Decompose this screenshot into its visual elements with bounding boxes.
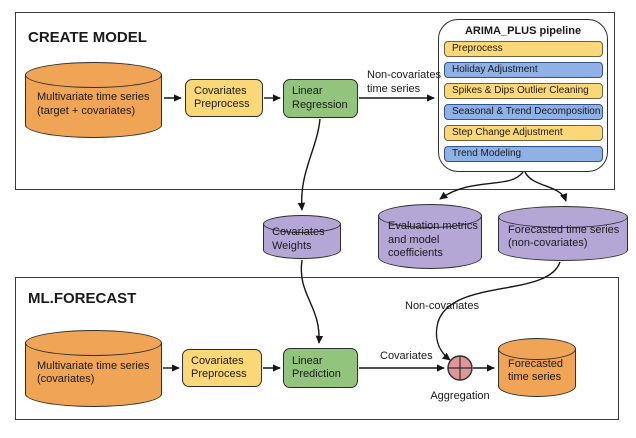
arima-plus-pipeline-container: ARIMA_PLUS pipeline Preprocess Holiday A… xyxy=(438,19,608,172)
cylinder-label-wrap: Multivariate time series (covariates) xyxy=(25,343,160,403)
node-label: Covariates Preprocess xyxy=(191,354,247,381)
cylinder-label-wrap: Forecasted time series xyxy=(498,349,574,393)
cylinder-top xyxy=(378,204,482,228)
node-label: Evaluation metrics and model coefficient… xyxy=(388,220,478,260)
cylinder-top xyxy=(263,215,341,233)
pipeline-step-trend-modeling: Trend Modeling xyxy=(444,146,603,162)
create-model-title: CREATE MODEL xyxy=(28,29,147,46)
aggregation-label: Aggregation xyxy=(430,390,490,402)
edge-label-non-covariates: Non-covariates xyxy=(405,300,479,312)
cylinder-label-wrap: Evaluation metrics and model coefficient… xyxy=(378,216,480,265)
pipeline-title: ARIMA_PLUS pipeline xyxy=(464,25,582,37)
edge-label-covariates: Covariates xyxy=(380,350,433,362)
covariates-preprocess-train-box: Covariates Preprocess xyxy=(185,79,263,117)
pipeline-step-step-change-adjustment: Step Change Adjustment xyxy=(444,125,603,141)
node-label: Covariates Preprocess xyxy=(194,84,250,111)
linear-prediction-box: Linear Prediction xyxy=(283,348,358,388)
cylinder-top xyxy=(25,62,162,88)
multivariate-ts-target-cylinder: Multivariate time series (target + covar… xyxy=(25,62,162,138)
cylinder-top xyxy=(25,330,162,356)
node-label: Linear Prediction xyxy=(292,354,341,381)
ml-forecast-title: ML.FORECAST xyxy=(28,290,137,307)
pipeline-step-spikes-dips-cleaning: Spikes & Dips Outlier Cleaning xyxy=(444,83,603,99)
node-label: Forecasted time series xyxy=(508,357,564,384)
edge-label-noncovariates-time-series: Non-covariates time series xyxy=(367,69,441,95)
pipeline-step-preprocess: Preprocess xyxy=(444,41,603,57)
multivariate-ts-covariates-cylinder: Multivariate time series (covariates) xyxy=(25,330,162,407)
cylinder-label-wrap: Covariates Weights xyxy=(263,224,339,255)
evaluation-metrics-cylinder: Evaluation metrics and model coefficient… xyxy=(378,204,482,269)
node-label: Multivariate time series (target + covar… xyxy=(37,91,150,117)
forecasted-time-series-cylinder: Forecasted time series xyxy=(498,338,576,397)
covariates-preprocess-predict-box: Covariates Preprocess xyxy=(182,349,262,387)
node-label: Multivariate time series (covariates) xyxy=(37,359,150,386)
pipeline-step-holiday-adjustment: Holiday Adjustment xyxy=(444,62,603,78)
covariates-weights-cylinder: Covariates Weights xyxy=(263,215,341,259)
pipeline-step-seasonal-trend-decomposition: Seasonal & Trend Decomposition xyxy=(444,104,603,120)
forecast-noncovariates-cylinder: Forecasted time series (non-covariates) xyxy=(498,206,628,261)
cylinder-label-wrap: Multivariate time series (target + covar… xyxy=(25,75,160,134)
node-label: Covariates Weights xyxy=(272,226,325,252)
linear-regression-box: Linear Regression xyxy=(283,79,358,118)
node-label: Linear Regression xyxy=(292,85,348,111)
cylinder-label-wrap: Forecasted time series (non-covariates) xyxy=(498,217,626,257)
node-label: Forecasted time series (non-covariates) xyxy=(508,223,620,250)
cylinder-top xyxy=(498,206,628,228)
